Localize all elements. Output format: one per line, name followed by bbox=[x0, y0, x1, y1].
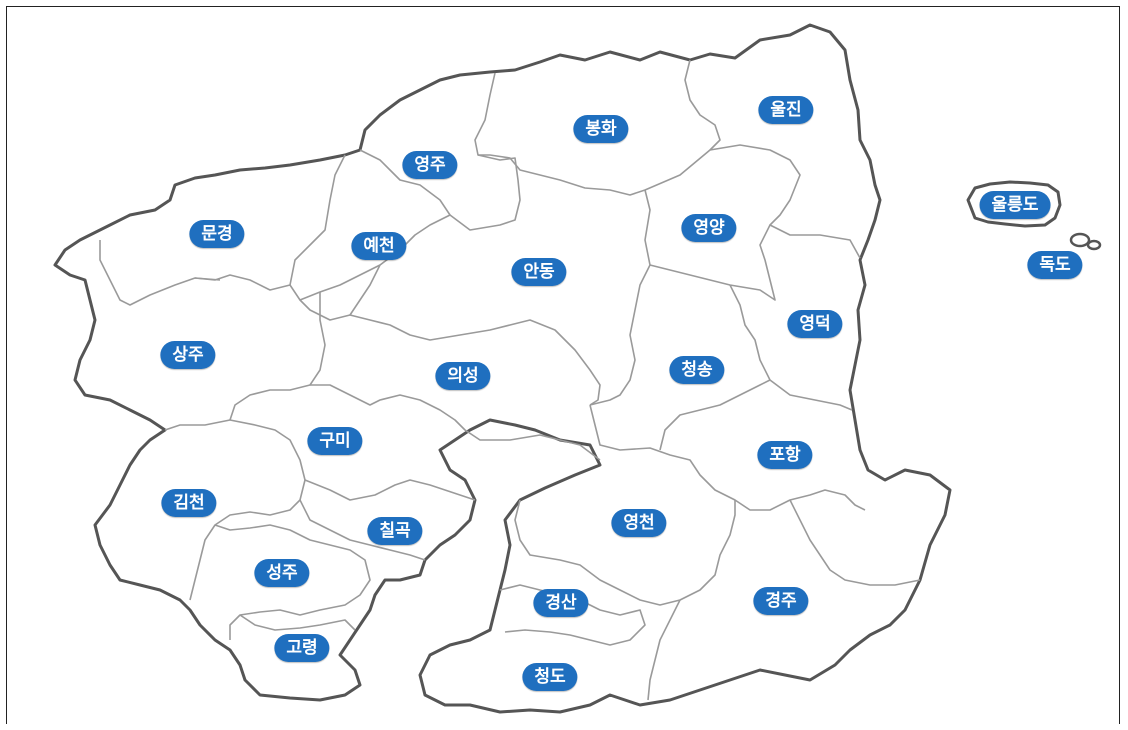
region-label-gyeongju[interactable]: 경주 bbox=[753, 587, 809, 615]
mainland-outline bbox=[53, 23, 952, 714]
region-label-goryeong[interactable]: 고령 bbox=[274, 634, 330, 662]
region-label-dokdo[interactable]: 독도 bbox=[1027, 251, 1083, 279]
region-label-gyeongsan[interactable]: 경산 bbox=[533, 589, 589, 617]
region-label-cheongdo[interactable]: 청도 bbox=[522, 663, 578, 691]
region-label-yecheon[interactable]: 예천 bbox=[351, 232, 407, 260]
region-label-seongju[interactable]: 성주 bbox=[254, 559, 310, 587]
dokdo-islet-east bbox=[1086, 239, 1102, 251]
region-label-cheongsong[interactable]: 청송 bbox=[669, 356, 725, 384]
region-label-ulleungdo[interactable]: 울릉도 bbox=[979, 191, 1051, 219]
region-label-chilgok[interactable]: 칠곡 bbox=[367, 517, 423, 545]
region-label-pohang[interactable]: 포항 bbox=[757, 441, 813, 469]
region-label-yeongcheon[interactable]: 영천 bbox=[611, 509, 667, 537]
region-label-yeongju[interactable]: 영주 bbox=[402, 151, 458, 179]
region-label-uiseong[interactable]: 의성 bbox=[435, 362, 491, 390]
region-label-sangju[interactable]: 상주 bbox=[160, 341, 216, 369]
region-label-bonghwa[interactable]: 봉화 bbox=[573, 115, 629, 143]
region-label-yeongyang[interactable]: 영양 bbox=[681, 214, 737, 242]
region-label-gimcheon[interactable]: 김천 bbox=[161, 489, 217, 517]
region-label-andong[interactable]: 안동 bbox=[511, 258, 567, 286]
region-label-gumi[interactable]: 구미 bbox=[307, 427, 363, 455]
map-frame bbox=[6, 6, 1120, 724]
region-label-uljin[interactable]: 울진 bbox=[758, 96, 814, 124]
region-label-yeongdeok[interactable]: 영덕 bbox=[787, 310, 843, 338]
region-label-mungyeong[interactable]: 문경 bbox=[189, 220, 245, 248]
dokdo-islet-west bbox=[1069, 232, 1091, 248]
internal-boundaries bbox=[99, 59, 921, 701]
